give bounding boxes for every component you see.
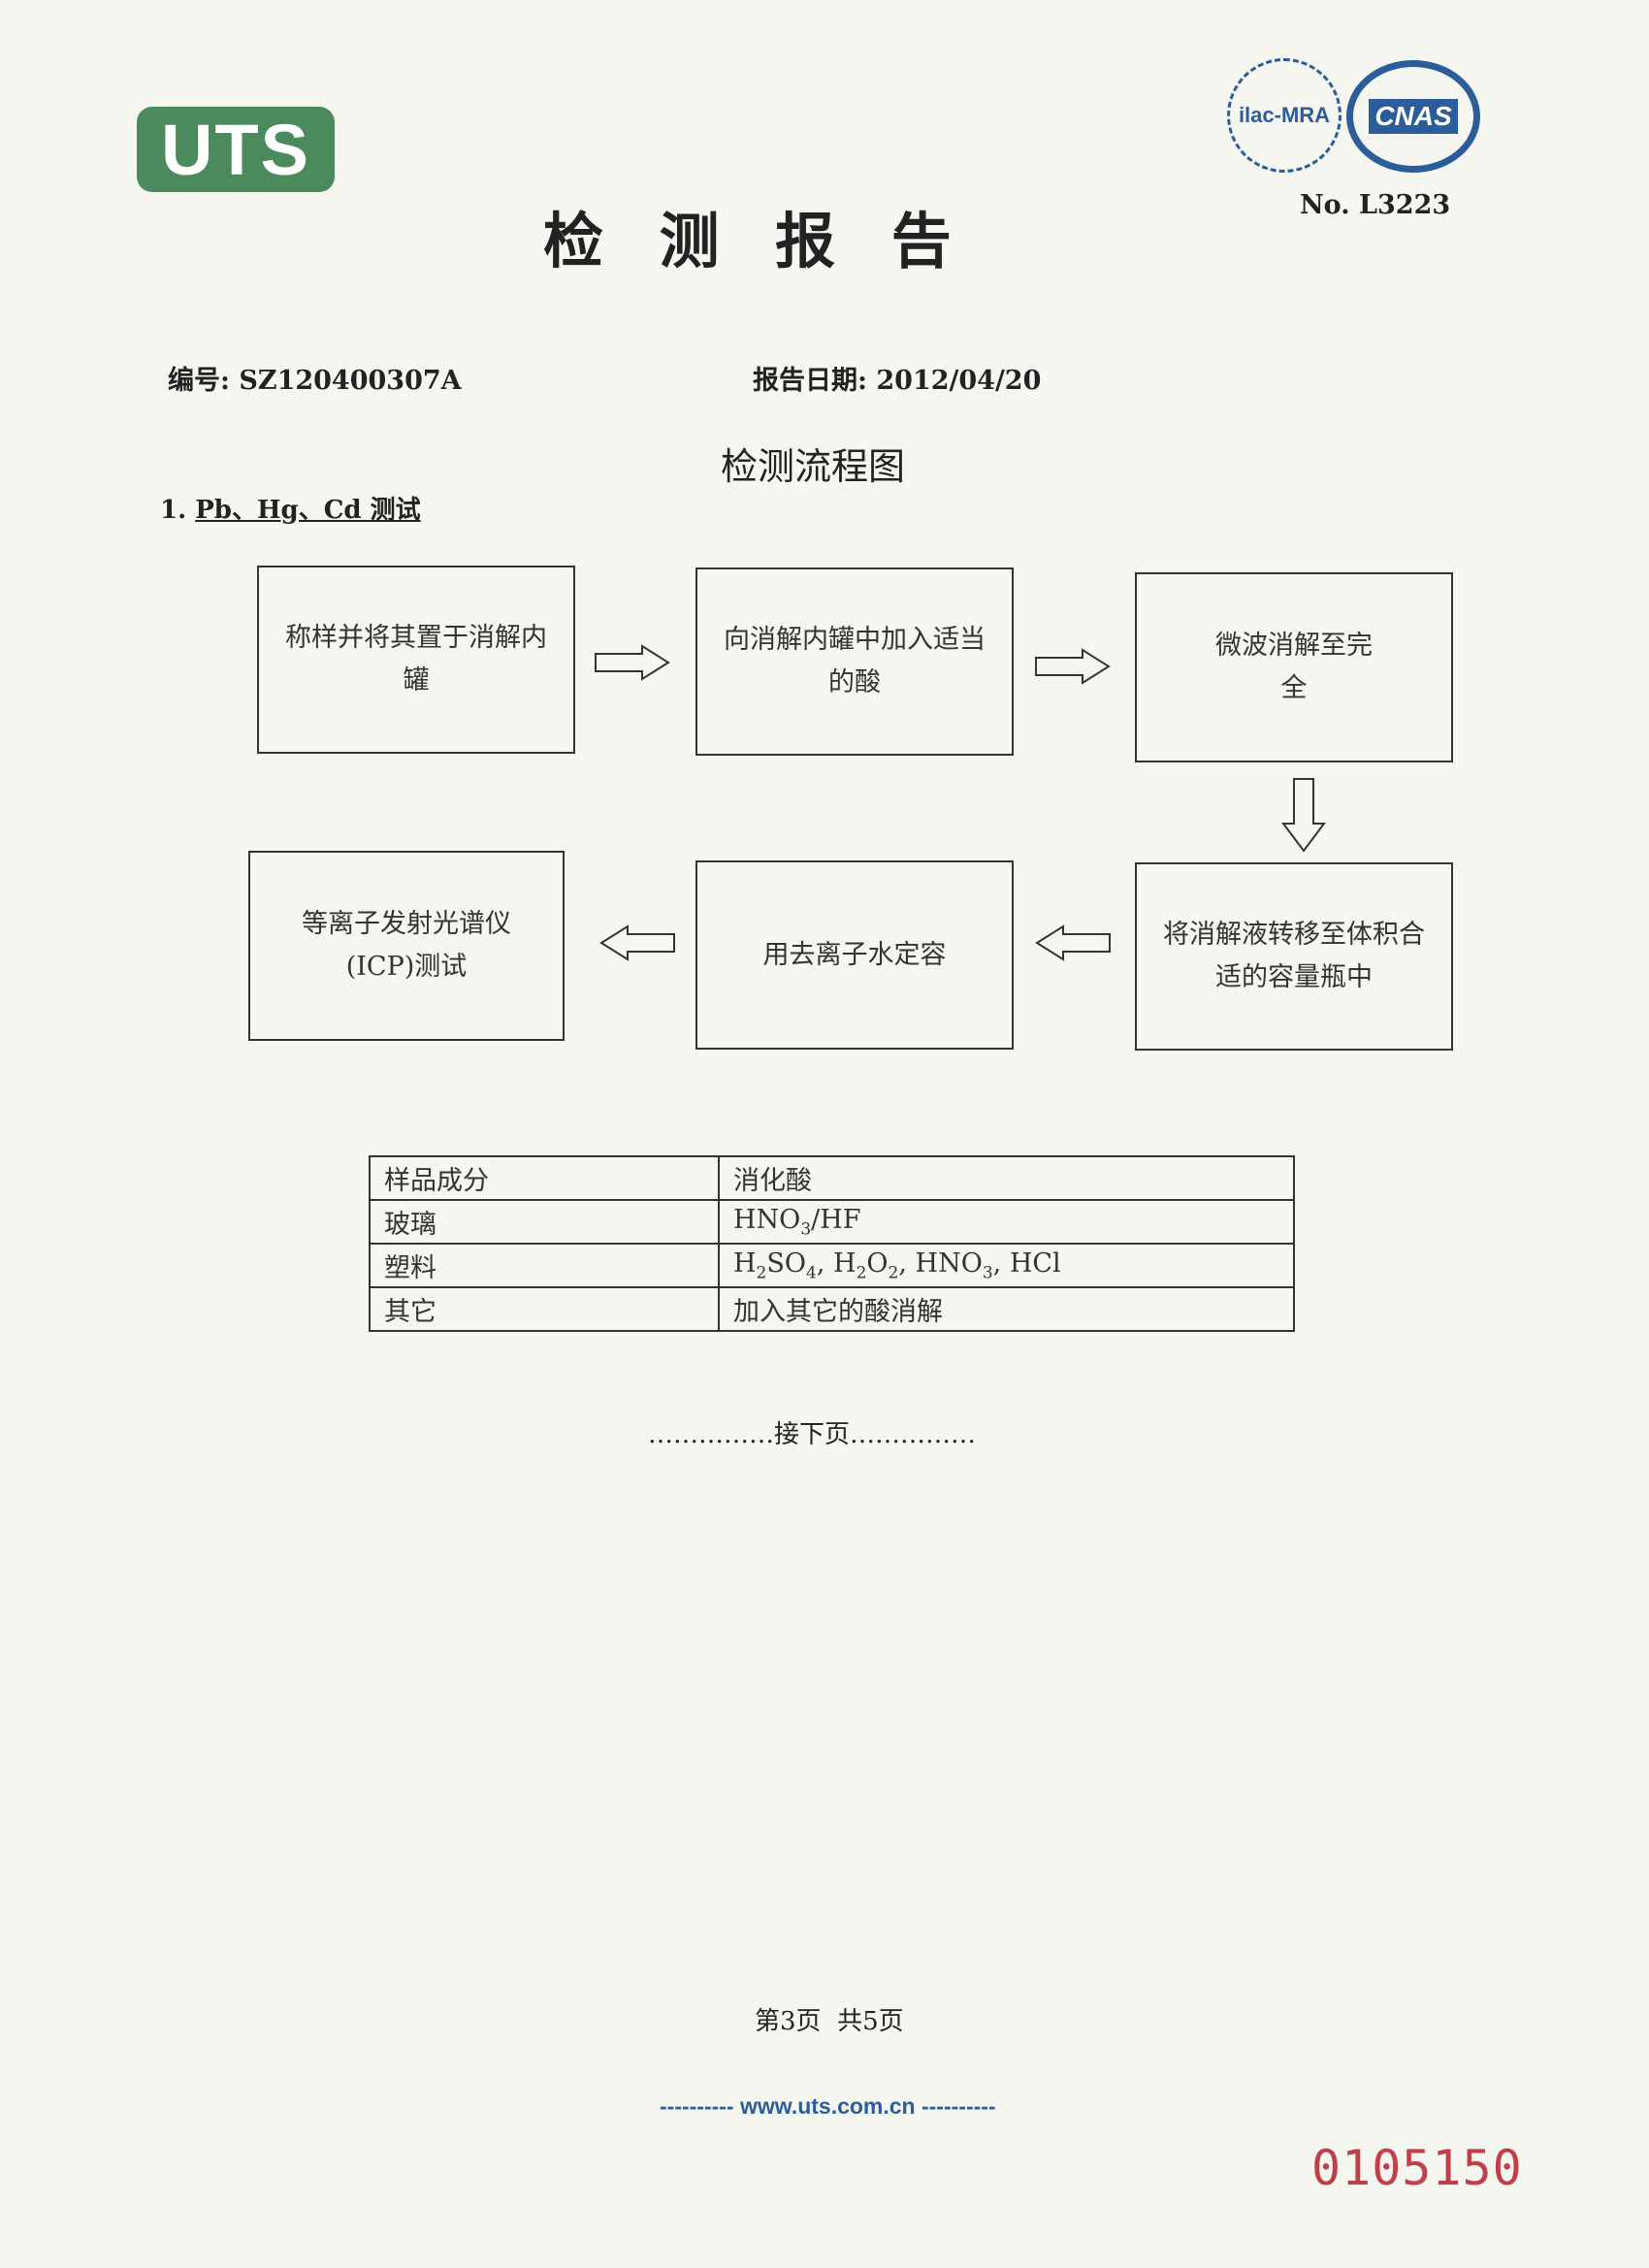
report-number: 编号: SZ120400307A bbox=[168, 366, 462, 396]
uts-logo: UTS bbox=[137, 107, 335, 192]
flow-step-3: 微波消解至完全 bbox=[1135, 572, 1453, 762]
serial-number-stamp: 0105150 bbox=[1311, 2140, 1523, 2196]
accreditation-number: No. L3223 bbox=[1300, 190, 1451, 220]
table-header-row: 样品成分消化酸 bbox=[369, 1155, 1295, 1201]
header-cell: 样品成分 bbox=[369, 1155, 720, 1201]
ilac-mra-seal: ilac-MRA bbox=[1227, 58, 1342, 173]
report-date: 报告日期: 2012/04/20 bbox=[753, 366, 1042, 396]
subsection-title: Pb、Hg、Cd 测试 bbox=[195, 496, 421, 525]
flow-step-6: 等离子发射光谱仪(ICP)测试 bbox=[248, 851, 565, 1041]
subsection-heading: 1. Pb、Hg、Cd 测试 bbox=[160, 490, 421, 526]
header-cell: 消化酸 bbox=[718, 1155, 1295, 1201]
table-cell: 加入其它的酸消解 bbox=[718, 1286, 1295, 1332]
report-title: 检 测 报 告 bbox=[543, 206, 969, 276]
cnas-seal-text: CNAS bbox=[1369, 99, 1458, 134]
website-link[interactable]: ---------- www.uts.com.cn ---------- bbox=[660, 2093, 996, 2119]
table-cell: HNO3/HF bbox=[718, 1199, 1295, 1245]
section-title: 检测流程图 bbox=[721, 445, 906, 488]
flow-step-5: 用去离子水定容 bbox=[695, 860, 1014, 1050]
cnas-seal: CNAS bbox=[1346, 60, 1480, 173]
table-cell: 塑料 bbox=[369, 1243, 720, 1288]
table-cell: 玻璃 bbox=[369, 1199, 720, 1245]
arrow-right-icon bbox=[595, 644, 670, 681]
table-row: 其它加入其它的酸消解 bbox=[369, 1286, 1295, 1332]
arrow-down-icon bbox=[1281, 778, 1326, 853]
table-cell: 其它 bbox=[369, 1286, 720, 1332]
subsection-number: 1. bbox=[160, 496, 187, 525]
arrow-left-icon bbox=[599, 924, 675, 961]
page-number: 第3页 共5页 bbox=[755, 2007, 904, 2036]
flow-step-4: 将消解液转移至体积合适的容量瓶中 bbox=[1135, 862, 1453, 1051]
arrow-right-icon bbox=[1035, 648, 1111, 685]
flow-step-1: 称样并将其置于消解内罐 bbox=[257, 566, 575, 754]
table-cell: H2SO4, H2O2, HNO3, HCl bbox=[718, 1243, 1295, 1288]
arrow-left-icon bbox=[1035, 924, 1111, 961]
continued-note: ……………接下页…………… bbox=[648, 1420, 977, 1449]
flow-step-2: 向消解内罐中加入适当的酸 bbox=[695, 567, 1014, 756]
